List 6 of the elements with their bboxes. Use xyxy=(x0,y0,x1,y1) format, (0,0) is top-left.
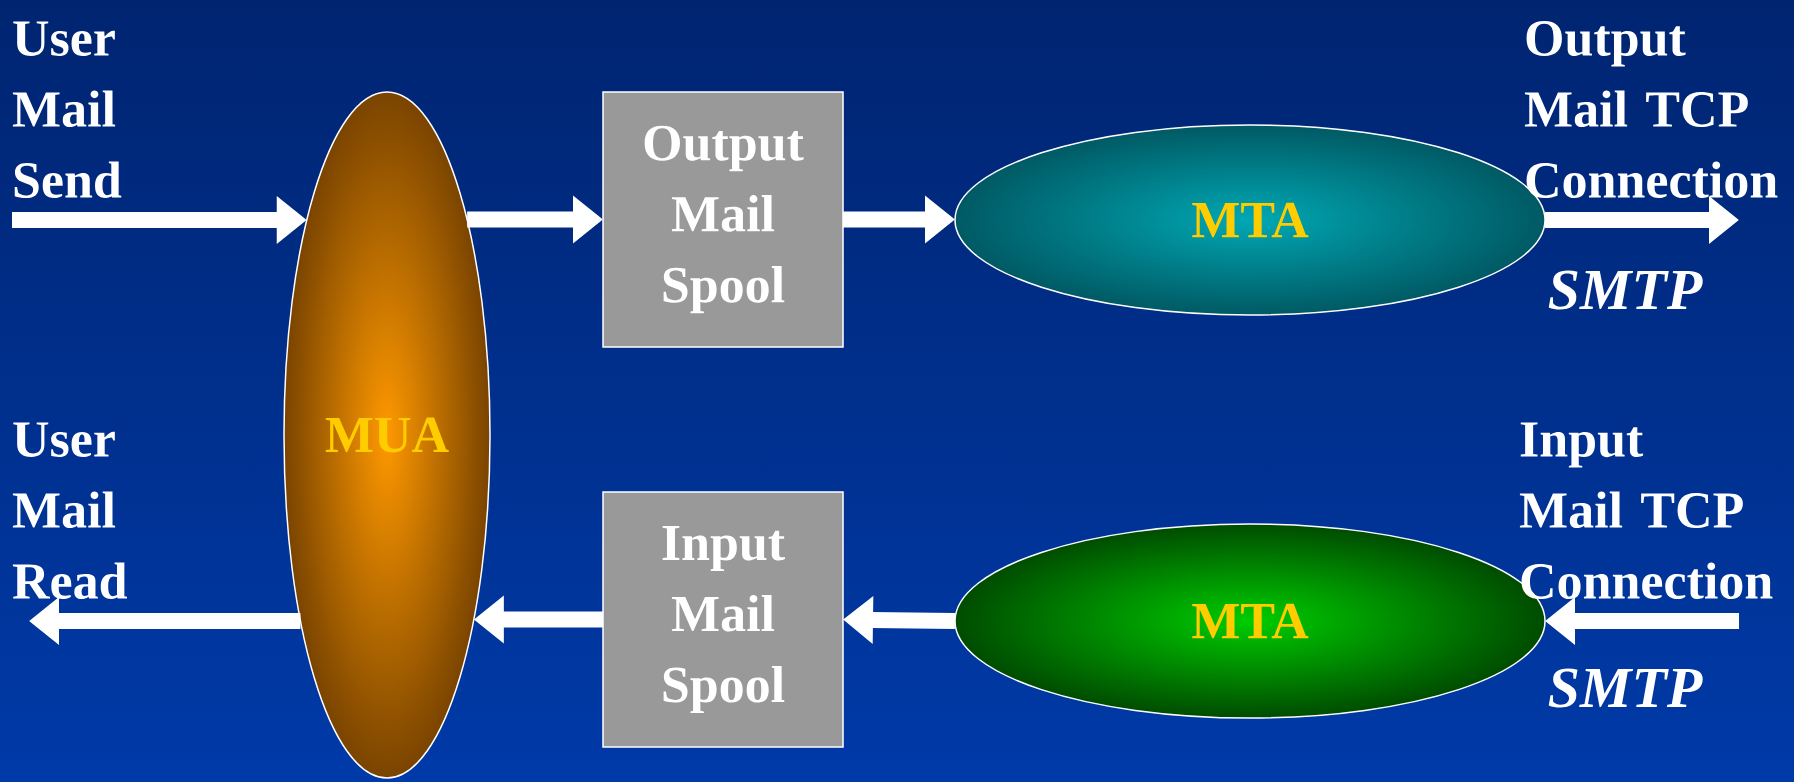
flow-label: User Mail Read xyxy=(12,422,127,599)
protocol-label: SMTP xyxy=(1548,668,1703,708)
flow-label: User Mail Send xyxy=(12,21,122,198)
spool-box: Output Mail Spool xyxy=(602,91,844,348)
protocol-label: SMTP xyxy=(1548,270,1703,310)
spool-box: Input Mail Spool xyxy=(602,491,844,748)
